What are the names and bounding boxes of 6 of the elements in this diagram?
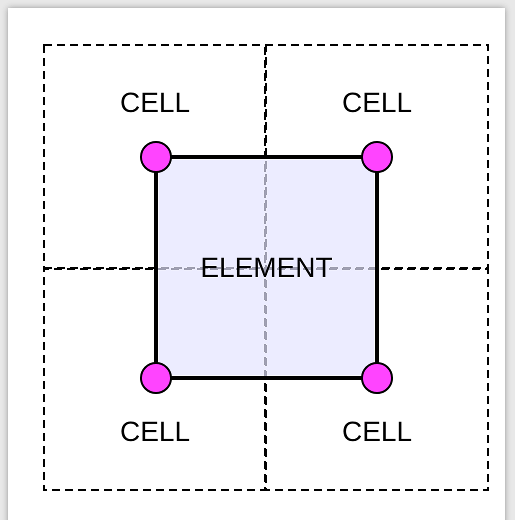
element-box	[154, 155, 379, 380]
cell-label: CELL	[120, 416, 190, 448]
cell-label: CELL	[120, 87, 190, 119]
cell-label: CELL	[342, 87, 412, 119]
element-label: ELEMENT	[200, 252, 333, 284]
cell-label: CELL	[342, 416, 412, 448]
